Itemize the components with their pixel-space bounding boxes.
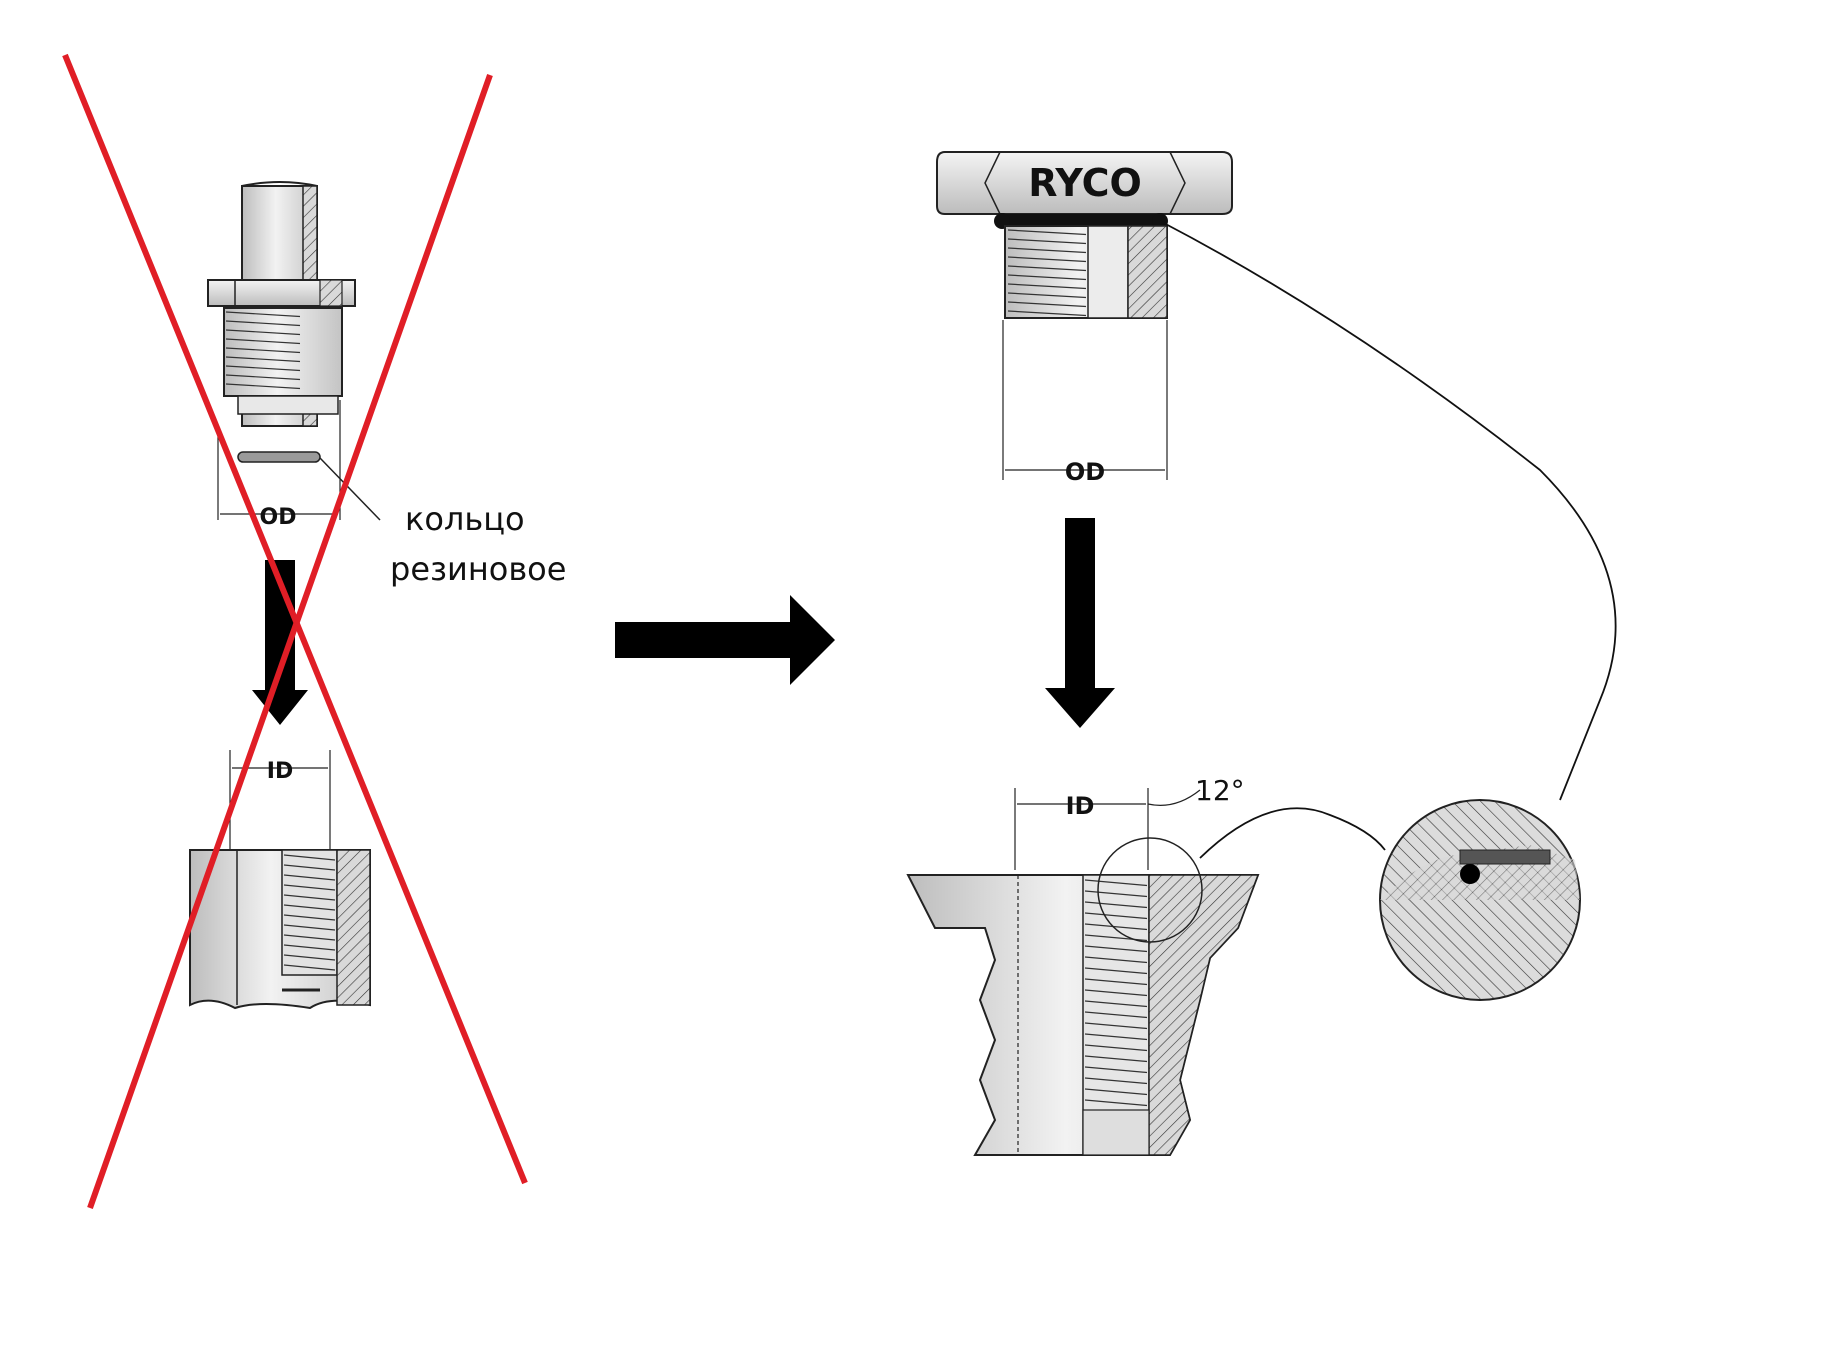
thread-line (225, 374, 301, 381)
hex-nut (207, 279, 356, 307)
ryco-hex-head: RYCO (936, 151, 1233, 215)
angle-label: 12° (1195, 774, 1245, 807)
thread-line (225, 356, 301, 363)
thread-line (283, 864, 336, 871)
id-dimension-left: ID (229, 750, 331, 850)
down-arrow-icon (1045, 518, 1115, 728)
thread-line (283, 964, 336, 971)
thread-line (225, 383, 301, 390)
thread-line (1084, 890, 1148, 898)
thread-line (225, 329, 301, 336)
thread-line (1084, 945, 1148, 953)
thread-line (283, 914, 336, 921)
thread-line (1007, 229, 1087, 236)
brand-label: RYCO (1028, 161, 1142, 205)
ryco-threaded-stem (1004, 225, 1168, 319)
o-ring-seal (995, 214, 1165, 228)
old-fitting-group: OD кольцо резиновое ID (62, 53, 566, 1209)
id-dimension-right: ID 12° (1014, 774, 1245, 870)
seal-detail-view (1379, 799, 1581, 1001)
thread-line (283, 894, 336, 901)
thread-line (283, 904, 336, 911)
thread-line (283, 924, 336, 931)
thread-line (1084, 1033, 1148, 1041)
right-arrow-icon (615, 595, 835, 685)
thread-line (283, 934, 336, 941)
thread-line (1084, 1099, 1148, 1107)
thread-line (1084, 1088, 1148, 1096)
thread-line (1007, 301, 1087, 308)
thread-line (1084, 967, 1148, 975)
o-ring (237, 451, 321, 463)
thread-line (1084, 901, 1148, 909)
thread-line (1007, 283, 1087, 290)
thread-line (1084, 1000, 1148, 1008)
port-block-left (189, 849, 371, 1010)
thread-line (283, 874, 336, 881)
thread-line (1007, 247, 1087, 254)
thread-line (283, 884, 336, 891)
thread-line (1084, 1066, 1148, 1074)
detail-leader-top (1159, 220, 1617, 801)
thread-line (283, 944, 336, 951)
thread-line (225, 320, 301, 327)
thread-line (225, 311, 301, 318)
thread-line (1084, 1011, 1148, 1019)
od-label-left: OD (260, 505, 297, 530)
thread-line (1084, 956, 1148, 964)
thread-line (1084, 879, 1148, 887)
ryco-fitting-group: RYCO OD ID 12° (906, 151, 1617, 1156)
thread-line (1084, 1077, 1148, 1085)
od-dimension-left: OD (217, 400, 341, 530)
o-ring-label-line1: кольцо (405, 500, 525, 538)
thread-line (1007, 238, 1087, 245)
port-body-right (906, 837, 1260, 1156)
thread-line (283, 854, 336, 861)
thread-line (1084, 934, 1148, 942)
thread-line (225, 365, 301, 372)
thread-line (225, 338, 301, 345)
thread-line (283, 954, 336, 961)
id-label-left: ID (267, 759, 293, 784)
thread-line (1084, 978, 1148, 986)
od-dimension-right: OD (1002, 320, 1168, 486)
o-ring-label-line2: резиновое (390, 550, 566, 588)
spigot (237, 395, 339, 415)
od-label-right: OD (1065, 458, 1105, 486)
thread-line (1084, 989, 1148, 997)
thread-line (1084, 1044, 1148, 1052)
thread-line (1007, 265, 1087, 272)
threaded-body (223, 307, 343, 397)
thread-line (1084, 1022, 1148, 1030)
cross-line-2 (87, 74, 493, 1209)
thread-line (1084, 912, 1148, 920)
thread-line (225, 347, 301, 354)
thread-line (1007, 256, 1087, 263)
thread-line (1084, 1055, 1148, 1063)
o-ring-leader (319, 457, 381, 521)
detail-leader-side (1199, 807, 1386, 859)
thread-line (1007, 292, 1087, 299)
down-arrow-icon (252, 560, 308, 725)
thread-line (1084, 923, 1148, 931)
thread-line (1007, 274, 1087, 281)
thread-line (1007, 310, 1087, 317)
id-label-right: ID (1066, 792, 1095, 820)
